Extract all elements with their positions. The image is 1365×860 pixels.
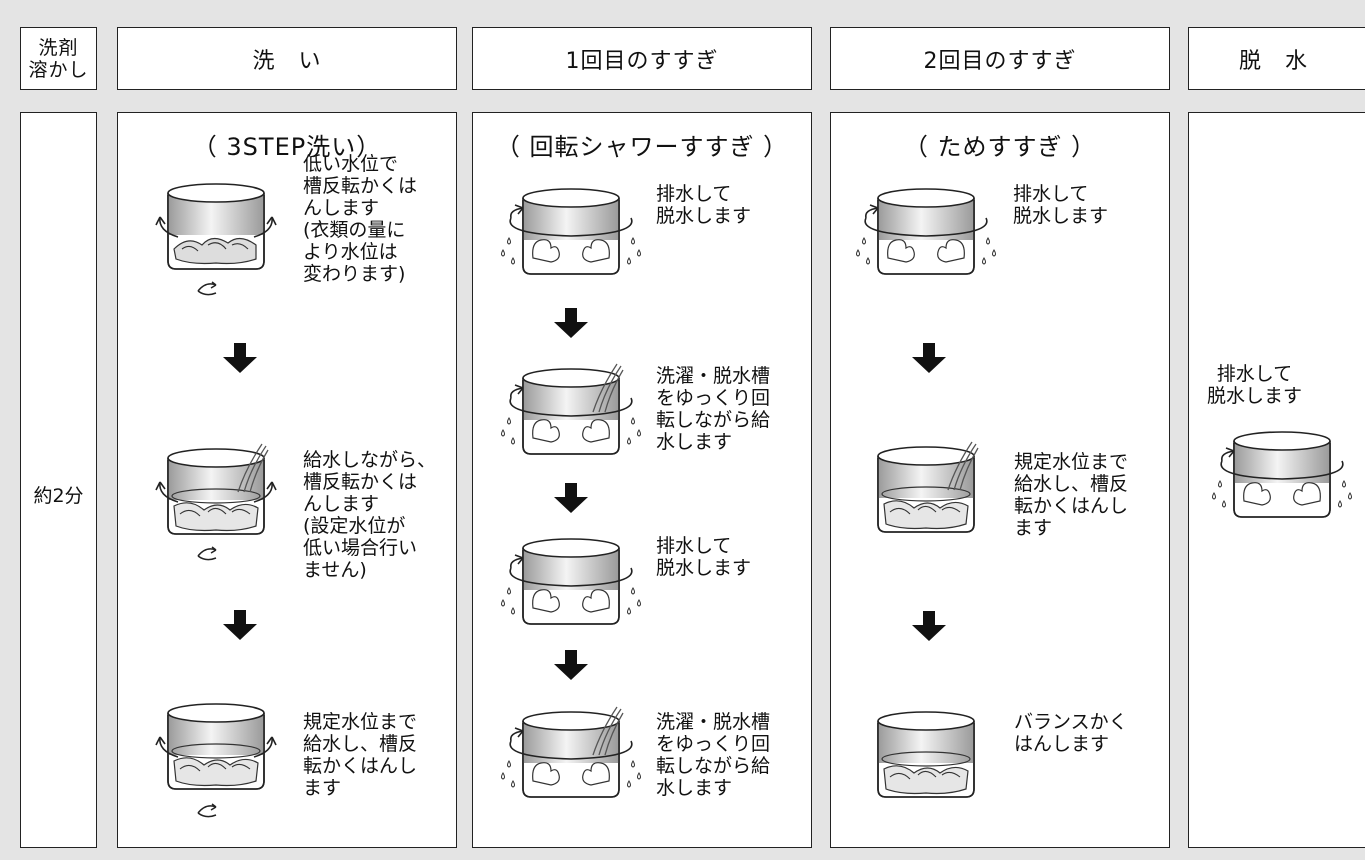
duration-label: 約2分 (33, 485, 84, 507)
spin-step-1-text: 排水して 脱水します (1207, 363, 1303, 407)
spin-panel: 排水して 脱水します (1188, 112, 1365, 848)
header-wash: 洗 い (117, 27, 457, 90)
wash-step-1-text: 低い水位で 槽反転かくは んします (衣類の量に より水位は 変わります) (303, 153, 418, 285)
tub-spin-icon (1212, 431, 1352, 518)
tub-spin-icon (856, 188, 996, 275)
down-arrow-icon (912, 611, 946, 641)
down-arrow-icon (554, 483, 588, 513)
tub-filling-icon (155, 443, 277, 561)
rinse2-subtitle: （ ためすすぎ ） (903, 133, 1097, 161)
tub-shower-icon (501, 706, 641, 798)
tub-full-water-icon (155, 703, 277, 818)
dissolve-panel: 約2分 (20, 112, 97, 848)
rinse1-subtitle: （ 回転シャワーすすぎ ） (495, 133, 789, 161)
down-arrow-icon (223, 343, 257, 373)
header-spin-label: 脱 水 (1239, 48, 1309, 74)
tub-spin-icon (501, 188, 641, 275)
tub-spin-icon (501, 538, 641, 625)
wash-step-3-text: 規定水位まで 給水し、槽反 転かくはんし ます (303, 711, 418, 799)
rinse2-step-3-text: バランスかく はんします (1014, 711, 1128, 755)
header-rinse1-label: 1回目のすすぎ (565, 48, 719, 74)
rinse2-step-1-text: 排水して 脱水します (1013, 183, 1109, 227)
down-arrow-icon (554, 650, 588, 680)
header-rinse2-label: 2回目のすすぎ (923, 48, 1077, 74)
wash-step-2-text: 給水しながら、 槽反転かくは んします (設定水位が 低い場合行い ません) (303, 449, 437, 581)
wash-panel: （ 3STEP洗い） 低い水位で 槽反転かくは んします (衣類の量に より水位… (117, 112, 457, 848)
header-rinse1: 1回目のすすぎ (472, 27, 812, 90)
tub-balance-icon (877, 711, 975, 798)
rinse1-panel: （ 回転シャワーすすぎ ） 排水して 脱水します 洗濯・脱水槽 をゆっくり回 転… (472, 112, 812, 848)
down-arrow-icon (912, 343, 946, 373)
rinse2-panel: （ ためすすぎ ） 排水して 脱水します 規定水位まで 給水し、槽反 転かくはん… (830, 112, 1170, 848)
header-rinse2: 2回目のすすぎ (830, 27, 1170, 90)
header-wash-label: 洗 い (252, 48, 322, 74)
rinse2-step-2-text: 規定水位まで 給水し、槽反 転かくはんし ます (1014, 451, 1129, 539)
rinse1-step-4-text: 洗濯・脱水槽 をゆっくり回 転しながら給 水します (656, 711, 771, 799)
rinse1-step-2-text: 洗濯・脱水槽 をゆっくり回 転しながら給 水します (656, 365, 771, 453)
tub-filling-icon (877, 441, 979, 533)
down-arrow-icon (223, 610, 257, 640)
down-arrow-icon (554, 308, 588, 338)
rinse1-step-3-text: 排水して 脱水します (656, 535, 752, 579)
header-dissolve-label: 洗剤 溶かし (28, 36, 89, 81)
header-dissolve: 洗剤 溶かし (20, 27, 97, 90)
rinse1-step-1-text: 排水して 脱水します (656, 183, 752, 227)
header-spin: 脱 水 (1188, 27, 1365, 90)
wash-subtitle: （ 3STEP洗い） (192, 133, 382, 161)
tub-shower-icon (501, 363, 641, 455)
tub-low-water-icon (155, 183, 277, 296)
